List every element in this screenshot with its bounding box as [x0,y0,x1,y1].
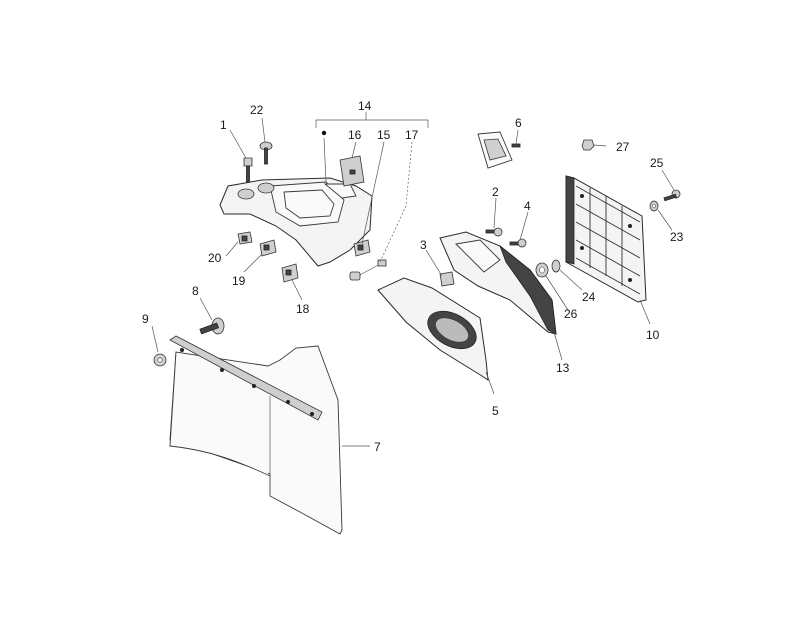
clip-part-19 [259,239,277,257]
callout-27: 27 [616,140,630,154]
screw-part-2 [485,227,503,237]
callout-17: 17 [405,128,419,142]
mudguard-top-part [219,177,373,267]
callout-19: 19 [232,274,246,288]
clip-part-15 [353,239,371,257]
outer-shell-part-13 [439,231,557,335]
mudflap-part-7 [169,345,343,535]
callout-13: 13 [556,361,570,375]
connector-part-17 [349,259,387,281]
group-14-bracket [315,112,429,136]
callout-labels: 14 22 1 16 15 17 6 27 25 2 4 23 3 20 19 … [142,99,684,454]
callout-20: 20 [208,251,222,265]
callout-26: 26 [564,307,578,321]
callout-10: 10 [646,328,660,342]
callout-22: 22 [250,103,264,117]
clip-part-18 [281,263,299,283]
washer-part-24 [551,259,561,273]
bolt-part-8 [199,317,225,335]
inner-shell-part-5 [377,277,489,382]
nut-part-27 [581,139,595,151]
callout-3: 3 [420,238,427,252]
callout-18: 18 [296,302,310,316]
clip-part-16 [339,155,365,187]
washer-part-9 [153,353,167,367]
screw-part-4 [509,238,527,248]
screw-part-1 [243,157,253,183]
callout-2: 2 [492,185,499,199]
screw-part-25 [663,189,681,202]
mudflap-bar [169,335,323,421]
washer-part-23 [649,200,659,212]
leader-lines [151,117,675,447]
callout-5: 5 [492,404,499,418]
callout-7: 7 [374,440,381,454]
plate-holder-part-10 [565,175,647,303]
callout-1: 1 [220,118,227,132]
callout-4: 4 [524,199,531,213]
callout-24: 24 [582,290,596,304]
callout-25: 25 [650,156,664,170]
reflector-part-6 [477,131,521,169]
nut-part-26 [535,262,549,278]
callout-14: 14 [358,99,372,113]
screw-part-22 [259,141,273,165]
clip-part-20 [237,231,253,245]
clip-part-3 [439,271,455,287]
callout-23: 23 [670,230,684,244]
callout-8: 8 [192,284,199,298]
callout-6: 6 [515,116,522,130]
callout-9: 9 [142,312,149,326]
callout-15: 15 [377,128,391,142]
callout-16: 16 [348,128,362,142]
